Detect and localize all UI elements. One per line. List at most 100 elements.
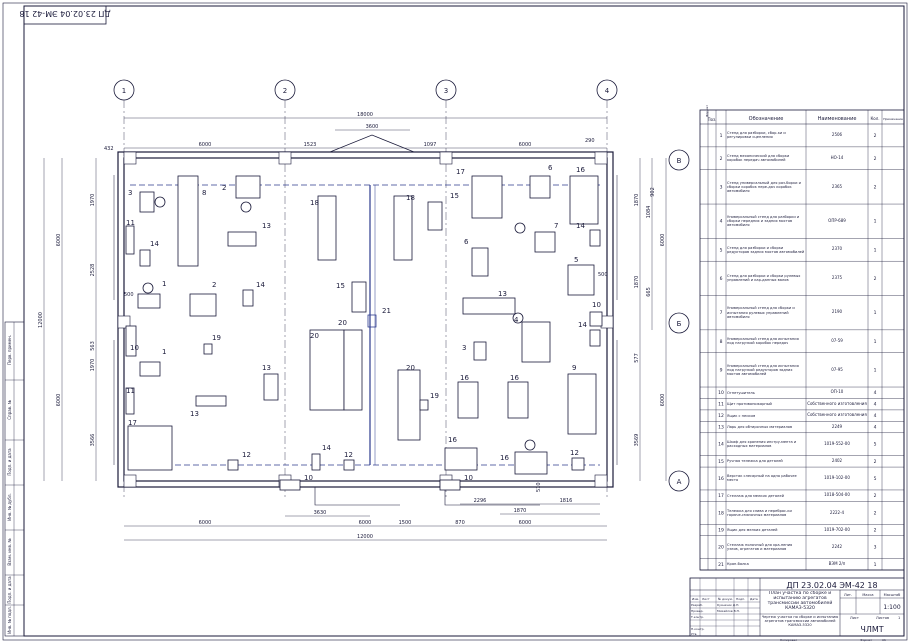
spec-qty: 2 — [874, 493, 877, 499]
tb-role-3: Подп. — [736, 597, 745, 601]
margin-label-0: Перв. примен. — [7, 335, 12, 365]
extinguisher-3 — [142, 282, 154, 294]
dim-left-500: 500 — [124, 292, 134, 298]
dim-bottom-3630: 3630 — [314, 510, 327, 516]
dim-left-total: 12000 — [38, 312, 44, 328]
svg-text:А: А — [677, 478, 682, 486]
spec-qty: 4 — [874, 390, 877, 396]
eq-3b — [473, 341, 487, 361]
spec-name: 2222-4 — [829, 509, 845, 515]
tb-scale: 1:100 — [883, 604, 900, 611]
spec-name: 2190 — [831, 309, 843, 315]
dim-top-1523: 1523 — [304, 142, 317, 148]
eq-12b — [343, 459, 355, 471]
callout-14b: 14 — [576, 222, 585, 230]
spec-qty: 5 — [874, 476, 877, 482]
axis-row-b: Б — [668, 312, 690, 334]
tb-code: ДП 23.02.04 ЭМ-42 18 — [786, 581, 877, 590]
eq-10a — [125, 325, 137, 357]
spec-name: ОПР-689 — [828, 217, 846, 223]
callout-14d: 14 — [578, 321, 587, 329]
eq-6a — [529, 175, 551, 199]
spec-name: 2365 — [831, 183, 843, 189]
spec-name: Собственного изготовления — [807, 400, 867, 406]
eq-16c — [507, 381, 529, 419]
extinguisher-5 — [514, 222, 526, 234]
dim-left-top: 6000 — [56, 234, 62, 247]
dim-left-3566: 3566 — [90, 434, 96, 447]
column-a4 — [594, 151, 608, 165]
dim-top-432: 432 — [104, 146, 114, 152]
callout-13a: 13 — [262, 222, 271, 230]
column-c1 — [123, 474, 137, 488]
eq-10d — [439, 479, 461, 491]
spec-qty: 2 — [874, 510, 877, 516]
callout-13d: 13 — [190, 410, 199, 418]
tb-scale-label: Масштаб — [884, 593, 901, 597]
spec-pos: 18 — [718, 510, 724, 516]
spec-designation: Стеллаж для мелких деталей — [727, 493, 784, 498]
spec-name: 2249 — [831, 423, 843, 429]
dim-top-1097: 1097 — [424, 142, 437, 148]
eq-19a — [203, 343, 213, 355]
tb-name-1: Михайлов В.П. — [717, 609, 740, 613]
eq-17b — [127, 425, 173, 471]
eq-3 — [139, 191, 155, 213]
spec-qty: 5 — [874, 442, 877, 448]
tb-role-9: Утв. — [691, 632, 697, 636]
eq-13d — [195, 395, 227, 407]
spec-qty: 1 — [874, 310, 877, 316]
spec-name: 1018-504-00 — [824, 492, 850, 498]
hdr-format: Формат — [705, 105, 709, 117]
margin-label-4: Взам. инв. № — [7, 538, 12, 565]
eq-14c — [242, 289, 254, 307]
eq-14a — [139, 249, 151, 267]
callout-10d: 10 — [464, 474, 473, 482]
callout-13c: 13 — [262, 364, 271, 372]
spec-table: Формат Поз. Обозначение Наименование Кол… — [699, 105, 905, 571]
callout-16e: 16 — [500, 454, 509, 462]
tb-role-0: Изм. — [692, 597, 699, 601]
equipment-callouts: 8 2 3 13 18 18 15 17 6 16 11 14 7 14 6 5… — [126, 164, 601, 482]
spec-qty: 1 — [874, 247, 877, 253]
spec-designation: Огнетушитель — [727, 390, 755, 395]
spec-pos: 8 — [720, 339, 723, 345]
callout-11b: 11 — [126, 387, 135, 395]
floor-plan: 1 2 3 4 В Б А — [38, 79, 690, 541]
dim-left-bot: 6000 — [56, 394, 62, 407]
callout-5: 5 — [574, 256, 578, 264]
spec-designation: Стенд универсальный для раз-борки и сбор… — [727, 180, 801, 193]
spec-pos: 20 — [718, 545, 724, 551]
spec-designation: Универсальный стенд для сборки и испытан… — [727, 306, 795, 319]
spec-designation: Тележка для слива и переброс-ки горюче-с… — [727, 508, 792, 517]
spec-pos: 4 — [720, 219, 723, 225]
eq-14b — [589, 229, 601, 247]
dim-left-1970b: 1970 — [90, 359, 96, 372]
callout-17a: 17 — [456, 168, 465, 176]
svg-text:1: 1 — [122, 87, 126, 95]
spec-designation: Ларь для обтирочных материалов — [727, 424, 793, 429]
eq-19b — [419, 399, 429, 411]
eq-20b — [343, 329, 363, 411]
callout-20c: 20 — [406, 364, 415, 372]
spec-name: НО-14 — [830, 154, 844, 160]
hdr-note: Примечание — [883, 117, 903, 121]
callout-16b: 16 — [460, 374, 469, 382]
dim-left-563: 563 — [90, 341, 96, 351]
dim-right-665: 665 — [646, 287, 652, 297]
eq-7 — [534, 231, 556, 253]
tb-sheets-label: Листов — [876, 616, 889, 620]
spec-qty: 4 — [874, 402, 877, 408]
spec-qty: 1 — [874, 339, 877, 345]
extinguisher-1 — [154, 196, 166, 208]
axis-row-v: В — [668, 149, 690, 171]
stamp-code-rotated: ДП 23.02.04 ЭМ-42 18 — [19, 9, 110, 18]
eq-9 — [567, 373, 597, 435]
spec-qty: 2 — [874, 156, 877, 162]
spec-qty: 3 — [874, 545, 877, 551]
callout-18b: 18 — [406, 194, 415, 202]
callout-9: 9 — [572, 364, 576, 372]
spec-pos: 10 — [718, 390, 724, 396]
svg-text:2: 2 — [283, 87, 287, 95]
